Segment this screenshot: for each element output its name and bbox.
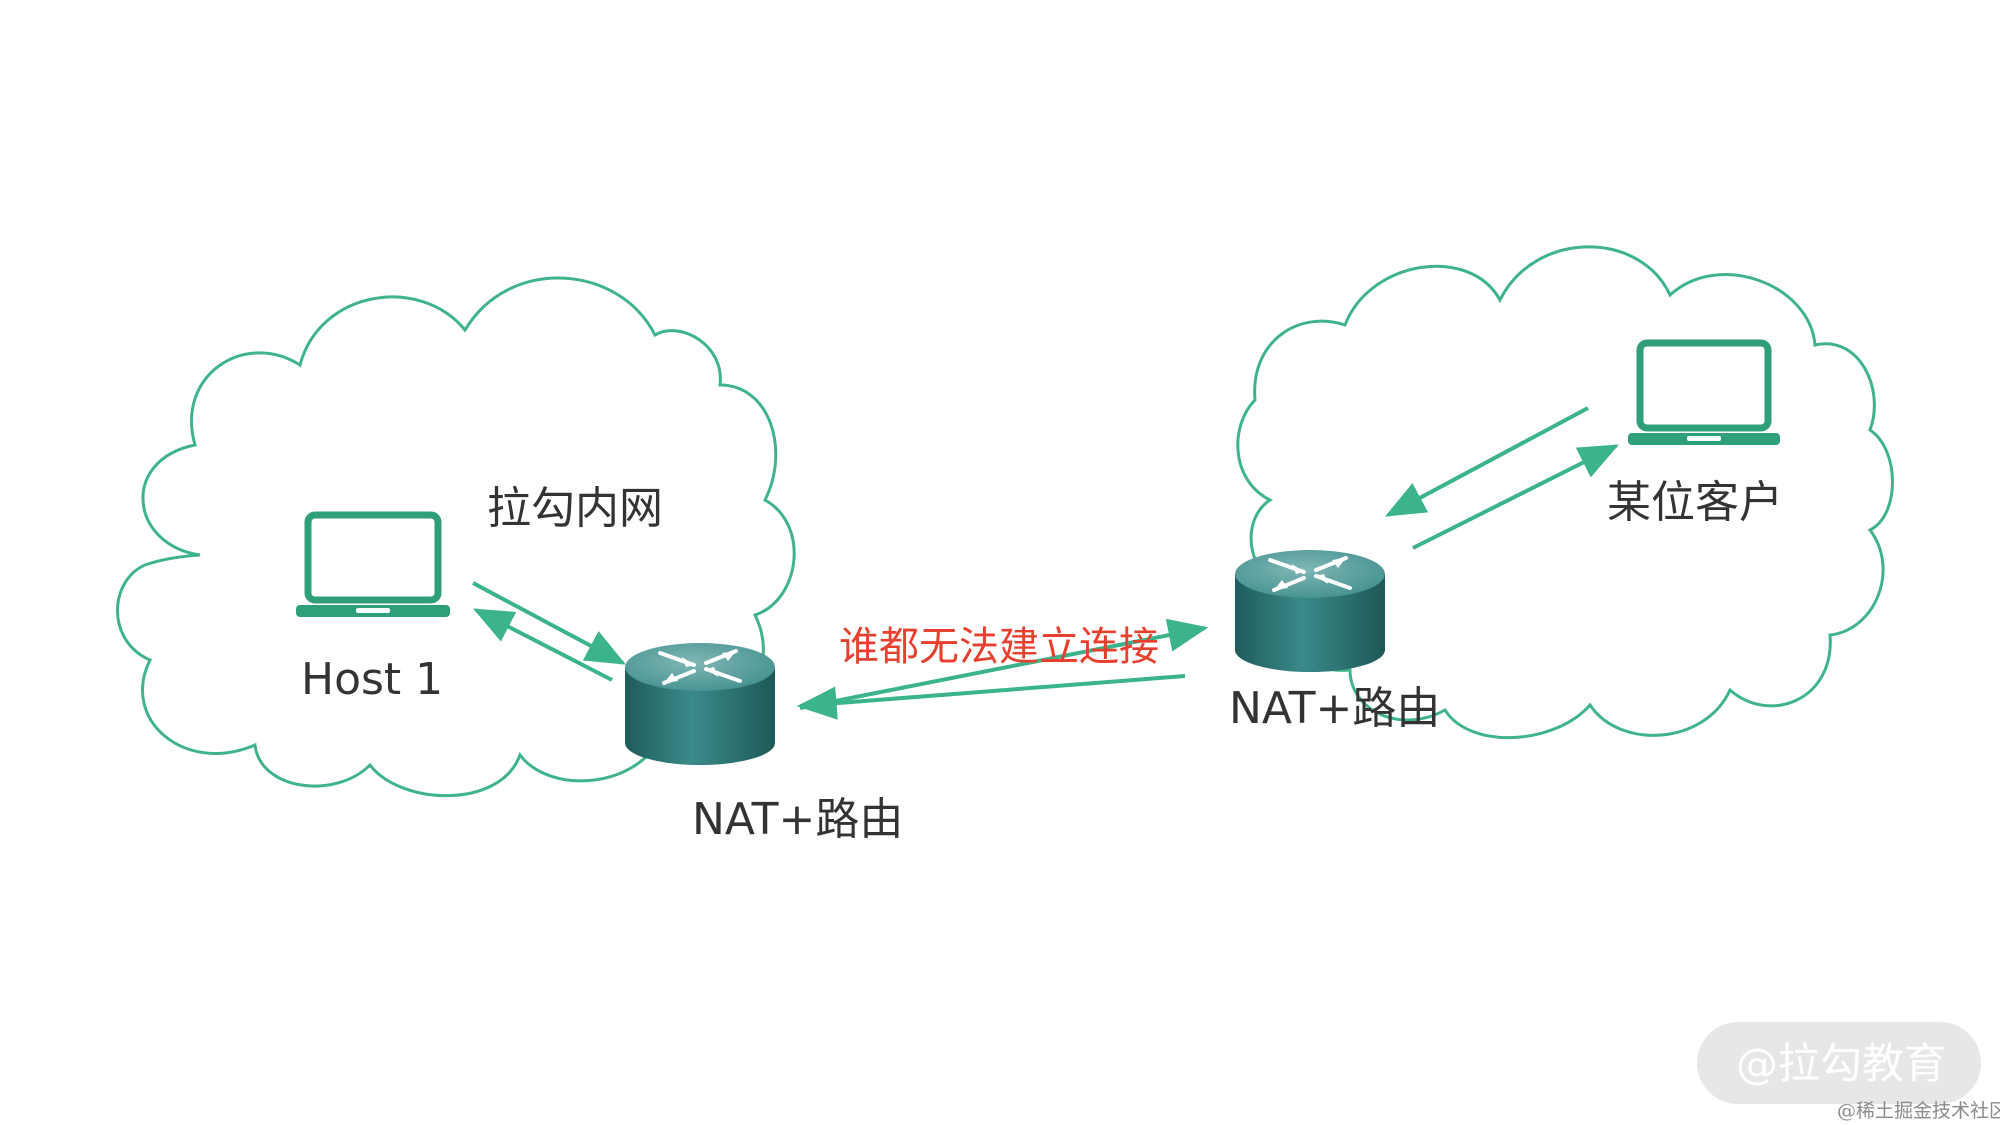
arrow-left-router-to-right-router (799, 618, 1209, 710)
arrow-right-router-to-left-router (796, 674, 1186, 720)
arrow-host-to-router (472, 581, 626, 665)
watermark-credit: @稀土掘金技术社区 (1837, 1100, 2000, 1122)
laptop-icon (296, 511, 450, 617)
watermark: @拉勾教育 @稀土掘金技术社区 (1697, 1022, 2000, 1122)
arrow-router-to-host (473, 608, 613, 682)
arrow-client-to-router (1385, 406, 1589, 517)
laptop-icon (1628, 339, 1780, 445)
arrow-router-to-client (1412, 444, 1619, 550)
left-network-label: 拉勾内网 (487, 483, 663, 534)
watermark-badge (1697, 1022, 1981, 1104)
watermark-text: @拉勾教育 (1736, 1039, 1946, 1088)
left-router-label: NAT+路由 (692, 794, 903, 845)
left-cloud (116, 276, 796, 798)
router-icon (1235, 550, 1385, 672)
host-label: Host 1 (301, 654, 443, 705)
connection-failure-label: 谁都无法建立连接 (839, 624, 1159, 670)
right-router-label: NAT+路由 (1229, 683, 1440, 734)
router-icon (625, 643, 775, 765)
right-client-label: 某位客户 (1607, 477, 1783, 528)
